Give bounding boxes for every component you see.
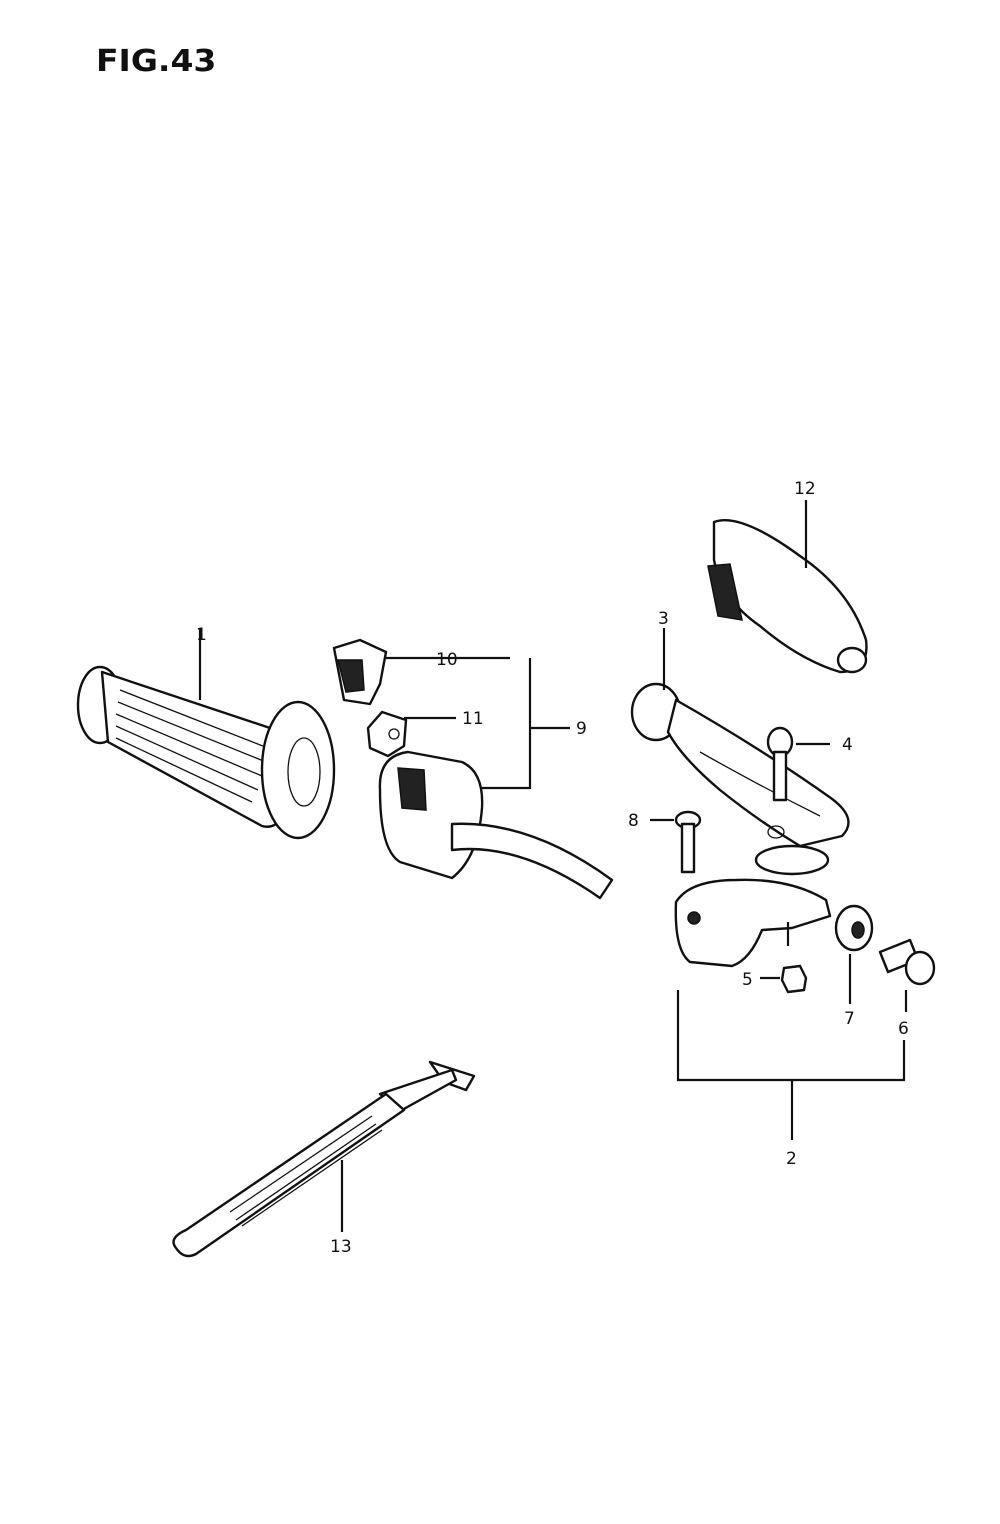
part-5-nut	[760, 964, 808, 994]
callout-6: 6	[898, 1019, 909, 1039]
part-2-lever-holder	[674, 825, 906, 1140]
figure-title: FIG.43	[96, 44, 217, 79]
part-3-lever	[630, 628, 850, 848]
callout-10: 10	[436, 650, 458, 670]
callout-2: 2	[786, 1149, 797, 1169]
callout-4: 4	[842, 735, 853, 755]
callout-3: 3	[658, 609, 669, 629]
part-6-bolt	[878, 938, 936, 1012]
callout-11: 11	[462, 709, 484, 729]
callout-1: 1	[196, 625, 207, 645]
part-7-washer	[834, 904, 874, 1004]
part-13-cable-tie	[172, 1060, 476, 1258]
callout-9: 9	[576, 719, 587, 739]
callout-13: 13	[330, 1237, 352, 1257]
callout-5: 5	[742, 970, 753, 990]
callout-7: 7	[844, 1009, 855, 1029]
part-10-switch-housing-piece	[332, 638, 510, 706]
part-12-lever-boot	[707, 500, 868, 674]
callout-12: 12	[794, 479, 816, 499]
part-1-grip	[76, 628, 336, 840]
callout-8: 8	[628, 811, 639, 831]
part-8-screw	[650, 810, 702, 906]
part-9-switch-assembly	[378, 658, 614, 900]
part-4-pivot-bolt	[766, 726, 830, 802]
part-11-switch-screw-piece	[366, 710, 456, 758]
